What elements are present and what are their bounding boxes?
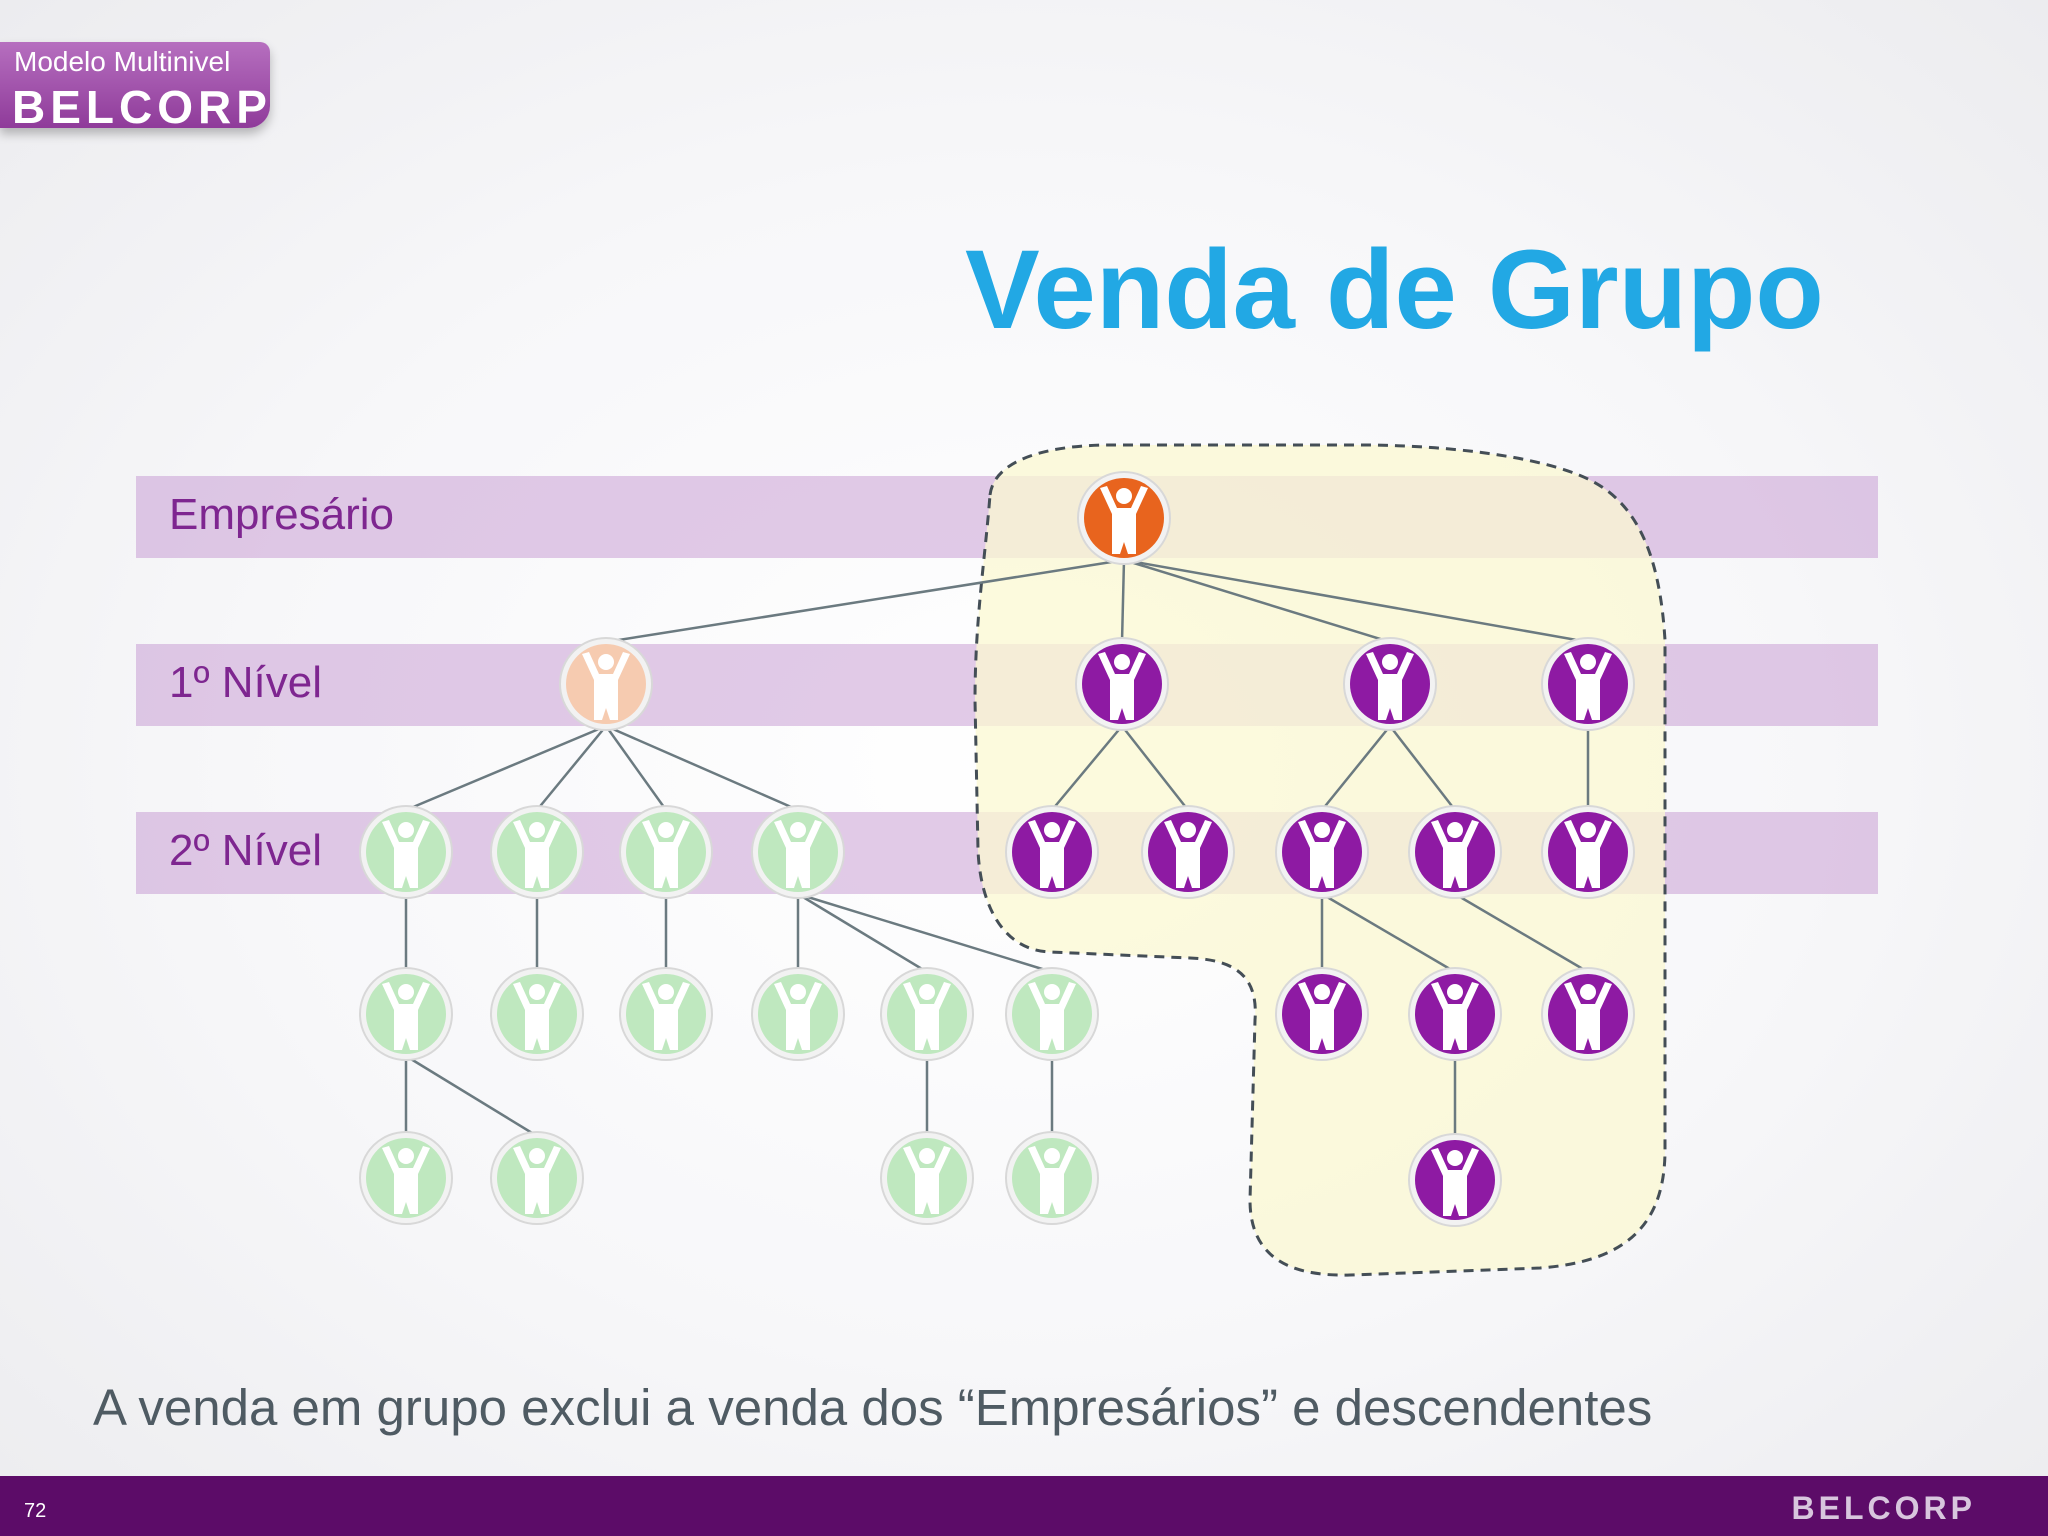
level-label-nivel2: 2º Nível bbox=[169, 826, 323, 875]
edge-e0-v3 bbox=[1123, 558, 1589, 644]
excluded-node bbox=[359, 805, 453, 899]
page-number: 72 bbox=[24, 1500, 47, 1522]
person-arms-up-icon bbox=[642, 982, 690, 1050]
person-arms-up-icon bbox=[1298, 820, 1346, 888]
person-arms-up-icon bbox=[382, 1146, 430, 1214]
group-node bbox=[1005, 805, 1099, 899]
person-arms-up-icon bbox=[1028, 982, 1076, 1050]
group-node bbox=[1408, 1133, 1502, 1227]
person-arms-up-icon bbox=[1164, 820, 1212, 888]
person-arms-up-icon bbox=[1100, 486, 1148, 554]
person-arms-up-icon bbox=[642, 820, 690, 888]
person-arms-up-icon bbox=[1564, 982, 1612, 1050]
edge-p1-g4 bbox=[605, 724, 799, 812]
person-arms-up-icon bbox=[1564, 820, 1612, 888]
badge-subtitle: Modelo Multinivel bbox=[14, 46, 231, 77]
excluded-node bbox=[880, 1131, 974, 1225]
edge-v2-v7 bbox=[1389, 725, 1456, 811]
edges-layer bbox=[404, 558, 1590, 1138]
person-arms-up-icon bbox=[513, 820, 561, 888]
person-arms-up-icon bbox=[1431, 1148, 1479, 1216]
edge-v1-v5 bbox=[1121, 725, 1189, 811]
caption-text: A venda em grupo exclui a venda dos “Emp… bbox=[93, 1379, 1653, 1436]
group-node bbox=[1541, 805, 1635, 899]
excluded-node bbox=[490, 1131, 584, 1225]
group-node bbox=[1275, 967, 1369, 1061]
person-arms-up-icon bbox=[382, 820, 430, 888]
excluded-empresario-node bbox=[559, 637, 653, 731]
header-badge: Modelo Multinivel BELCORP bbox=[0, 42, 270, 133]
excluded-node bbox=[1005, 1131, 1099, 1225]
excluded-node bbox=[359, 1131, 453, 1225]
network-diagram bbox=[359, 443, 1667, 1277]
level-label-nivel1: 1º Nível bbox=[169, 658, 323, 707]
person-arms-up-icon bbox=[1366, 652, 1414, 720]
person-arms-up-icon bbox=[1564, 652, 1612, 720]
person-arms-up-icon bbox=[1298, 982, 1346, 1050]
group-node bbox=[1408, 967, 1502, 1061]
person-arms-up-icon bbox=[774, 820, 822, 888]
group-node bbox=[1275, 805, 1369, 899]
group-node bbox=[1343, 637, 1437, 731]
edge-e0-p1 bbox=[605, 558, 1125, 644]
group-node bbox=[1541, 967, 1635, 1061]
edge-g5-g12 bbox=[405, 1054, 538, 1138]
excluded-node bbox=[751, 805, 845, 899]
person-arms-up-icon bbox=[903, 982, 951, 1050]
footer-bar: 72 BELCORP bbox=[0, 1476, 2048, 1536]
edge-v7-v11 bbox=[1454, 892, 1589, 974]
excluded-node bbox=[619, 967, 713, 1061]
person-arms-up-icon bbox=[582, 652, 630, 720]
excluded-node bbox=[880, 967, 974, 1061]
edge-v1-v4 bbox=[1051, 725, 1123, 811]
person-arms-up-icon bbox=[774, 982, 822, 1050]
edge-v6-v10 bbox=[1321, 892, 1456, 974]
level-label-empresario: Empresário bbox=[169, 490, 394, 539]
person-arms-up-icon bbox=[513, 1146, 561, 1214]
excluded-node bbox=[359, 967, 453, 1061]
group-node bbox=[1075, 637, 1169, 731]
edge-g4-g10 bbox=[797, 892, 1053, 974]
person-arms-up-icon bbox=[1431, 982, 1479, 1050]
footer-brand-logo: BELCORP bbox=[1791, 1490, 1976, 1526]
empresario-node bbox=[1077, 471, 1171, 565]
excluded-node bbox=[619, 805, 713, 899]
nodes-layer bbox=[359, 471, 1635, 1227]
person-arms-up-icon bbox=[382, 982, 430, 1050]
edge-p1-g1 bbox=[405, 724, 607, 812]
person-arms-up-icon bbox=[1431, 820, 1479, 888]
person-arms-up-icon bbox=[1098, 652, 1146, 720]
edge-e0-v2 bbox=[1123, 558, 1391, 644]
badge-brand-logo: BELCORP bbox=[12, 81, 272, 133]
edge-p1-g3 bbox=[604, 725, 668, 811]
group-node bbox=[1408, 805, 1502, 899]
page-title: Venda de Grupo bbox=[965, 227, 1824, 352]
edge-p1-g2 bbox=[536, 725, 607, 811]
person-arms-up-icon bbox=[903, 1146, 951, 1214]
excluded-node bbox=[751, 967, 845, 1061]
excluded-node bbox=[1005, 967, 1099, 1061]
excluded-node bbox=[490, 805, 584, 899]
excluded-node bbox=[490, 967, 584, 1061]
edge-v2-v6 bbox=[1321, 725, 1391, 811]
person-arms-up-icon bbox=[513, 982, 561, 1050]
group-node bbox=[1541, 637, 1635, 731]
edge-g4-g9 bbox=[797, 892, 928, 974]
person-arms-up-icon bbox=[1028, 1146, 1076, 1214]
edge-e0-v1 bbox=[1120, 559, 1126, 643]
person-arms-up-icon bbox=[1028, 820, 1076, 888]
group-node bbox=[1141, 805, 1235, 899]
